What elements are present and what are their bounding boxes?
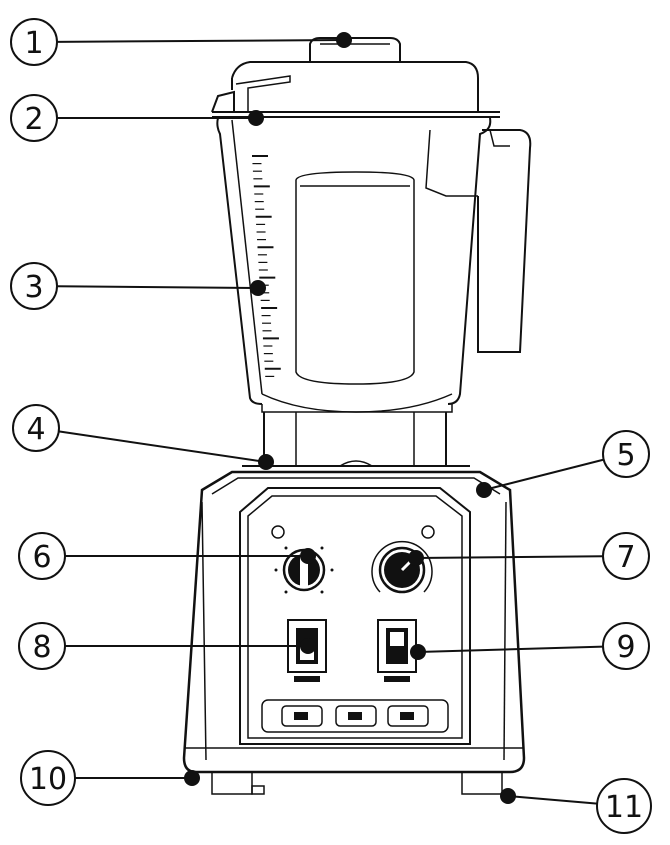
callout-jar-scale: 3 [10,262,266,310]
callout-right-foot: 11 [500,778,652,834]
pulse-switch [377,619,417,682]
callout-motor-base: 5 [476,430,650,498]
callout-target-dot [476,482,492,498]
callout-circle [18,532,66,580]
right-foot [461,771,503,795]
callout-lid-cap: 1 [10,18,352,66]
callout-number: 8 [32,630,51,665]
speed-knob [371,525,435,594]
callout-circle [602,430,650,478]
callout-number: 9 [616,630,635,665]
callout-leader-line [58,430,267,463]
callout-speed-knob: 7 [408,532,650,580]
callout-leader-line [56,39,345,43]
left-foot [211,771,265,795]
callout-left-foot: 10 [20,750,200,806]
callout-number: 2 [24,102,43,137]
motor-base [182,470,526,774]
callout-leader-line [507,795,598,805]
jar-scale [252,155,281,377]
callout-target-dot [500,788,516,804]
callout-circle [20,750,76,806]
callout-circle [10,94,58,142]
callout-number: 5 [616,438,635,473]
callout-circle [12,404,60,452]
callout-leader-line [415,555,604,559]
callout-circle [10,262,58,310]
callout-target-dot [258,454,274,470]
callout-target-dot [300,638,316,654]
callout-target-dot [408,550,424,566]
callout-number: 6 [32,540,51,575]
callout-target-dot [248,110,264,126]
callout-circle [602,532,650,580]
callout-layer: 1 2 3 4 5 6 7 8 9 10 11 [10,18,652,834]
callout-target-dot [410,644,426,660]
callout-pulse-switch: 9 [410,622,650,670]
callout-jar-base: 4 [12,404,274,470]
callout-leader-line [56,285,259,289]
callout-circle [596,778,652,834]
callout-circle [18,622,66,670]
callout-circle [10,18,58,66]
callout-number: 1 [24,26,43,61]
callout-timer-knob: 6 [18,532,316,580]
callout-circle [602,622,650,670]
jar-base [242,412,470,467]
callout-number: 7 [616,540,635,575]
callout-target-dot [336,32,352,48]
callout-power-switch: 8 [18,622,316,670]
callout-number: 11 [605,790,643,825]
callout-target-dot [250,280,266,296]
lid-cap [309,37,401,62]
callout-leader-line [417,645,604,653]
callout-leader-line [483,458,604,491]
callout-lid: 2 [10,94,264,142]
jar [216,117,532,413]
callout-target-dot [184,770,200,786]
callout-number: 10 [29,762,67,797]
callout-number: 4 [26,412,45,447]
callout-target-dot [300,548,316,564]
lid [211,61,500,118]
callout-number: 3 [24,270,43,305]
